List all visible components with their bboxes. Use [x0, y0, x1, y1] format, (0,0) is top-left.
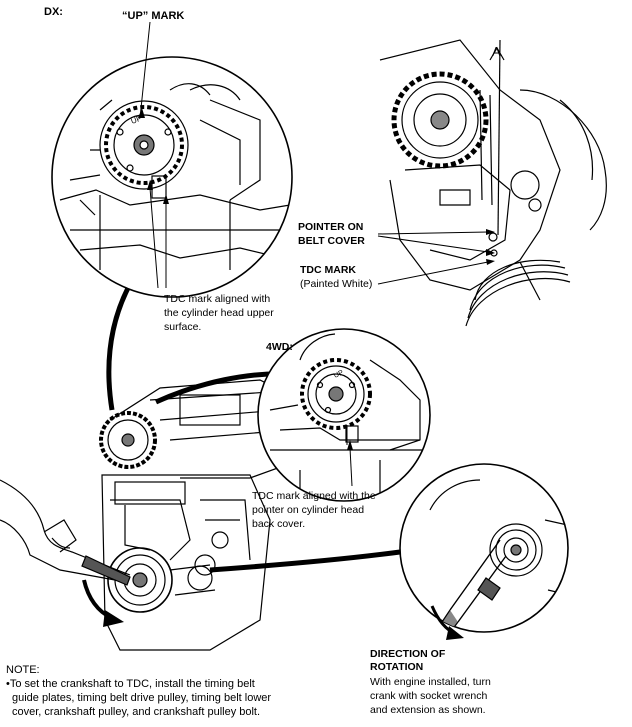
pointer-on-belt-cover-label-2: BELT COVER [298, 235, 365, 247]
dx-label: DX: [44, 6, 63, 18]
fourwd-leader [349, 447, 353, 487]
belt-cover-view [379, 39, 607, 327]
direction-body-3: and extension as shown. [370, 704, 486, 716]
note-line-1: •To set the crankshaft to TDC, install t… [6, 678, 255, 690]
tdc-back-text-2: pointer on cylinder head [252, 504, 365, 516]
painted-white-label: (Painted White) [300, 278, 373, 290]
connector-rotation [209, 549, 401, 573]
tdc-arrowhead [486, 259, 495, 265]
tdc-head-text-2: the cylinder head upper [164, 307, 274, 319]
tdc-mark-label: TDC MARK [300, 264, 356, 276]
arrow-a-label: A [492, 44, 501, 59]
tdc-back-text-1: TDC mark aligned with the [252, 490, 376, 502]
note-title: NOTE: [6, 664, 40, 676]
direction-label-1: DIRECTION OF [370, 648, 446, 660]
pointer-arrowhead-1 [486, 229, 495, 235]
rotation-arrowhead [446, 626, 464, 640]
main-rotation-arrowhead [103, 610, 124, 627]
pointer-arrowhead-2 [486, 249, 495, 256]
up-mark-label: “UP” MARK [122, 10, 185, 22]
direction-body-2: crank with socket wrench [370, 690, 488, 702]
tdc-back-text-3: back cover. [252, 518, 306, 530]
connector-dx [106, 286, 131, 411]
note-line-2: guide plates, timing belt drive pulley, … [12, 692, 272, 704]
pointer-on-belt-cover-label-1: POINTER ON [298, 221, 364, 233]
fourwd-label: 4WD: [266, 341, 293, 353]
fourwd-gear-up-text: UP [333, 369, 345, 380]
fourwd-detail-circle: UP [257, 328, 431, 502]
direction-body-1: With engine installed, turn [370, 676, 491, 688]
tdc-head-text-3: surface. [164, 321, 202, 333]
direction-label-2: ROTATION [370, 661, 424, 673]
hand-with-wrench [0, 479, 131, 586]
rotation-detail-circle [399, 463, 569, 640]
dx-detail-circle: UP [51, 21, 293, 298]
note-line-3: cover, crankshaft pulley, and crankshaft… [12, 706, 261, 718]
tdc-head-text-1: TDC mark aligned with [164, 293, 271, 305]
pointer-leaders [377, 231, 489, 285]
